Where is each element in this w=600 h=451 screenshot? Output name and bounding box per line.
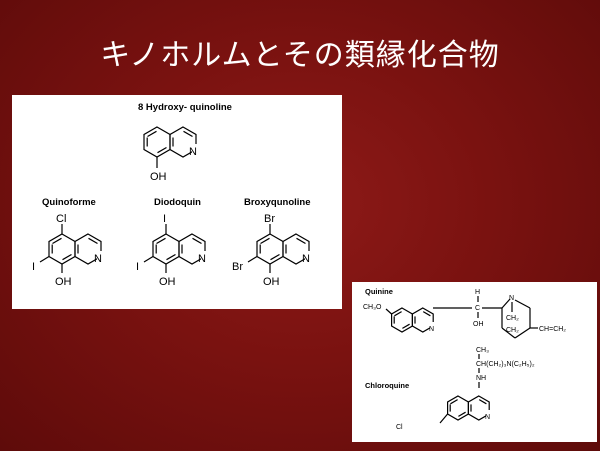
quinoforme-structure [39, 224, 107, 273]
hydroxyquinoline-n: N [189, 146, 197, 158]
broxyqunoline-structure [247, 224, 315, 273]
chloroquine-chain: CH(CH₂)₃N(C₂H₅)₂ [476, 361, 535, 368]
quinoforme-oh: OH [55, 276, 72, 288]
chloroquine-nh: NH [476, 375, 486, 382]
diodoquin-n: N [198, 253, 206, 265]
quinine-bridge-n: N [509, 295, 514, 302]
hydroxyquinoline-structure [143, 126, 202, 168]
quinoforme-i: I [32, 261, 35, 273]
diodoquin-oh: OH [159, 276, 176, 288]
quinine-oh: OH [473, 321, 484, 328]
quinoforme-cl: Cl [56, 213, 66, 225]
quinine-chloroquine-panel: Quinine CH₃O N H C OH N CH₂ CH₂ [352, 282, 597, 442]
hydroxyquinoline-label: 8 Hydroxy- quinoline [138, 102, 232, 113]
slide-title: キノホルムとその類縁化合物 [100, 38, 500, 73]
chloroquine-label: Chloroquine [365, 381, 409, 390]
broxyqunoline-n: N [302, 253, 310, 265]
chloroquine-n: N [485, 414, 490, 421]
quinuclidine-cage: N CH₂ CH₂ [501, 295, 538, 339]
quinine-vinyl: CH=CH₂ [539, 326, 566, 333]
quinoforme-label: Quinoforme [42, 197, 96, 208]
quinine-methoxy: CH₃O [363, 304, 382, 311]
hydroxyquinoline-structures: 8 Hydroxy- quinoline N OH Quinoforme Cl … [32, 102, 315, 288]
quinine-ch2a: CH₂ [506, 315, 519, 322]
chloroquine-ch3: CH₃ [476, 347, 489, 354]
broxyqunoline-label: Broxyqunoline [244, 197, 311, 208]
diodoquin-label: Diodoquin [154, 197, 201, 208]
quinine-label: Quinine [365, 287, 393, 296]
quinine-c: C [475, 305, 480, 312]
quinine-h: H [475, 289, 480, 296]
quinine-chloroquine-structures: Quinine CH₃O N H C OH N CH₂ CH₂ [363, 287, 566, 431]
quinine-ch2b: CH₂ [506, 327, 519, 334]
hydroxyquinoline-panel: 8 Hydroxy- quinoline N OH Quinoforme Cl … [12, 95, 342, 309]
broxyqunoline-br-left: Br [232, 261, 243, 273]
chloroquine-cl: Cl [396, 424, 403, 431]
diodoquin-i-left: I [136, 261, 139, 273]
diodoquin-i-top: I [163, 213, 166, 225]
hydroxyquinoline-oh: OH [150, 171, 167, 183]
chloroquine-structure [439, 395, 494, 424]
quinine-structure [385, 307, 438, 333]
quinine-n: N [429, 326, 434, 333]
diodoquin-structure [143, 224, 211, 273]
broxyqunoline-br-top: Br [264, 213, 275, 225]
broxyqunoline-oh: OH [263, 276, 280, 288]
quinoforme-n: N [94, 253, 102, 265]
